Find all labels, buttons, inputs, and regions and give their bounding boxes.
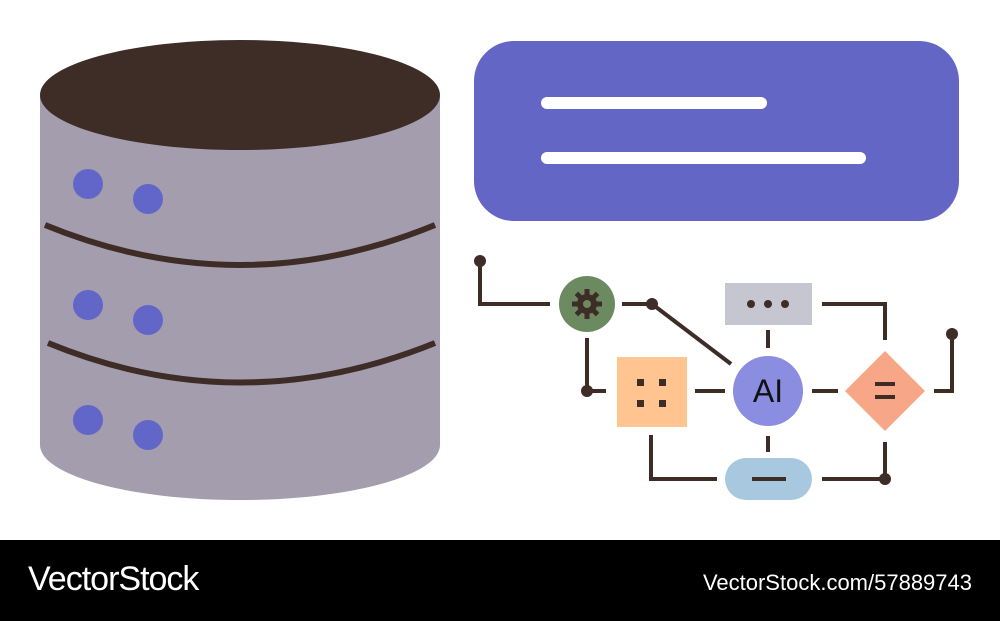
- database-icon: [40, 40, 440, 500]
- ai-node: [733, 356, 803, 426]
- gear-node: [559, 276, 615, 332]
- watermark-brand: VectorStock: [28, 560, 199, 598]
- watermark-image-id: VectorStock.com/57889743: [702, 570, 972, 595]
- decision-diamond-node: [845, 351, 925, 431]
- message-bubble-icon: [474, 41, 959, 221]
- grid-node: [617, 357, 687, 427]
- gear-icon: [572, 289, 602, 319]
- ellipsis-node: [725, 283, 812, 325]
- grid-icon: [637, 379, 666, 407]
- connector-lines: [474, 255, 958, 485]
- ellipsis-icon: [747, 300, 789, 308]
- watermark-bar: VectorStock VectorStock.com/57889743: [0, 540, 1000, 621]
- ai-label: AI: [752, 373, 784, 409]
- pill-node: [725, 458, 812, 500]
- equals-icon: [875, 382, 895, 399]
